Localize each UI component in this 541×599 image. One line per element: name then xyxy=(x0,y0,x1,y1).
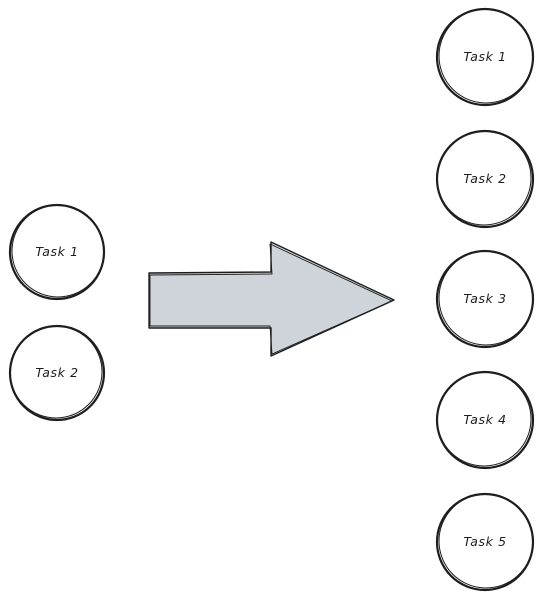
right-task-node-1-label: Task 1 xyxy=(463,49,506,64)
left-task-node-2-label: Task 2 xyxy=(35,365,78,380)
right-task-node-3-sketch xyxy=(438,250,534,346)
left-task-node-1-sketch xyxy=(11,204,105,298)
left-task-node-2: Task 2 xyxy=(8,324,106,422)
right-task-node-4: Task 4 xyxy=(435,370,535,470)
left-task-node-1-label: Task 1 xyxy=(35,244,78,259)
right-task-node-2-label: Task 2 xyxy=(463,171,506,186)
right-task-node-4-sketch xyxy=(436,371,532,467)
transform-arrow xyxy=(148,241,395,357)
right-task-node-2: Task 2 xyxy=(435,129,535,229)
transform-arrow-sketch-stroke xyxy=(149,243,393,355)
transform-arrow-fill xyxy=(148,241,395,357)
left-task-node-2-sketch xyxy=(9,325,103,419)
right-task-node-2-sketch xyxy=(436,130,532,226)
left-task-node-1: Task 1 xyxy=(8,203,106,301)
right-task-node-3-label: Task 3 xyxy=(463,291,506,306)
right-task-node-3: Task 3 xyxy=(435,249,535,349)
right-task-node-5: Task 5 xyxy=(435,492,535,592)
right-task-node-1-sketch xyxy=(438,8,534,104)
right-task-node-4-label: Task 4 xyxy=(463,412,506,427)
right-task-node-1: Task 1 xyxy=(435,7,535,107)
right-task-node-5-sketch xyxy=(438,493,534,589)
right-task-node-5-label: Task 5 xyxy=(463,534,506,549)
